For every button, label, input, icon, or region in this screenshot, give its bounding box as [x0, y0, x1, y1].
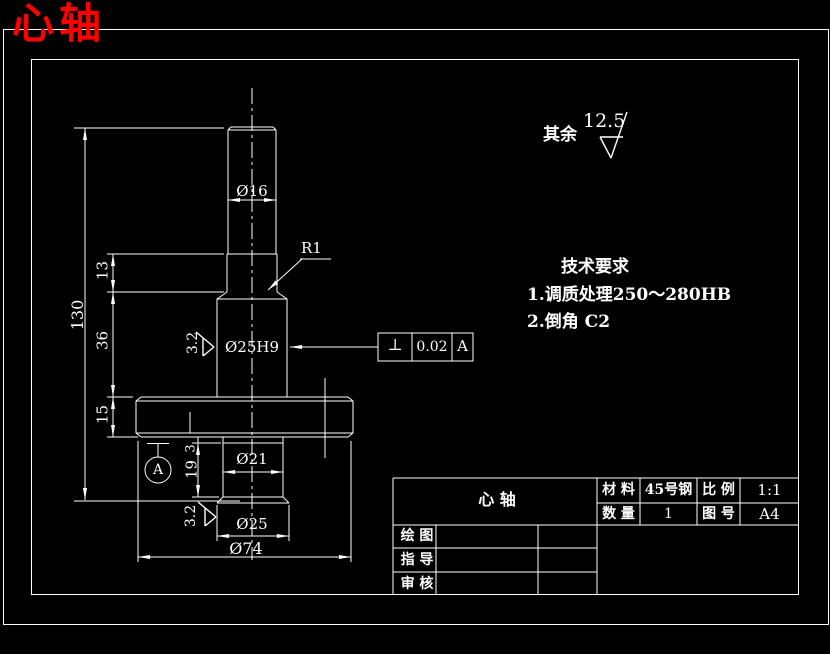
- surface-note-prefix: 其余: [543, 125, 577, 145]
- dim-dia16: Ø16: [236, 182, 268, 200]
- roughness-value-bottom: 3.2: [183, 504, 199, 528]
- tech-requirement-item: 1.调质处理250～280HB: [527, 285, 732, 305]
- tolerance-box: [377, 332, 474, 362]
- dim-13: 13: [93, 260, 112, 281]
- drawing-frame: [3, 29, 829, 625]
- datum-letter: A: [152, 462, 164, 478]
- tech-requirement-item: 2.倒角 C2: [527, 312, 611, 332]
- roughness-value-mid: 3.2: [185, 331, 201, 355]
- outer-border: [3, 29, 829, 625]
- drawing-title: 心轴: [12, 0, 107, 48]
- title-block-grid: [392, 477, 799, 595]
- dim-dia21: Ø21: [236, 450, 268, 468]
- dim-dia25h9: Ø25H9: [224, 338, 279, 356]
- dim-19: 19: [182, 459, 201, 480]
- dim-dia74: Ø74: [229, 539, 263, 558]
- title-block-part-name: 心 轴: [478, 490, 516, 509]
- title-block-row-checker: 审 核: [400, 576, 434, 592]
- tech-requirements-heading: 技术要求: [561, 257, 629, 277]
- extension-lines: [74, 127, 352, 562]
- tolerance-frame-box: [290, 332, 474, 362]
- title-block-quantity-value: 1: [664, 506, 673, 522]
- roughness-symbols: [195, 111, 628, 527]
- flange-hole-centerlines: [189, 378, 326, 458]
- title-block-material-value: 45号钢: [644, 482, 693, 498]
- inner-border: [31, 59, 799, 595]
- tolerance-symbol-perpendicularity: ⊥: [387, 335, 403, 354]
- title-block-quantity-label: 数 量: [602, 506, 635, 522]
- centerlines: [189, 88, 326, 560]
- roughness-symbol-bottom: [197, 501, 217, 527]
- dim-dia25: Ø25: [236, 515, 268, 533]
- tolerance-datum-ref: A: [457, 337, 468, 355]
- title-block-scale-value: 1:1: [757, 481, 782, 499]
- title-block-drawing-no-value: A4: [759, 505, 780, 523]
- title-block-drawing-no-label: 图 号: [702, 506, 735, 522]
- title-block-row-advisor: 指 导: [400, 552, 434, 568]
- dim-130: 130: [68, 299, 87, 331]
- dim-36: 36: [93, 330, 112, 351]
- dim-15: 15: [93, 404, 112, 425]
- datum-symbol: [144, 443, 172, 484]
- title-block-material-label: 材 料: [602, 482, 635, 498]
- roughness-symbol-mid: [195, 331, 215, 357]
- dim-r1: R1: [301, 239, 322, 257]
- surface-note-value: 12.5: [583, 110, 626, 132]
- roughness-symbol-general: [599, 111, 628, 159]
- r1-leader: [267, 258, 303, 291]
- title-block-row-drafter: 绘 图: [400, 528, 434, 544]
- dimension-lines: [83, 128, 351, 559]
- title-block-scale-label: 比 例: [702, 482, 735, 498]
- tolerance-value: 0.02: [416, 339, 448, 355]
